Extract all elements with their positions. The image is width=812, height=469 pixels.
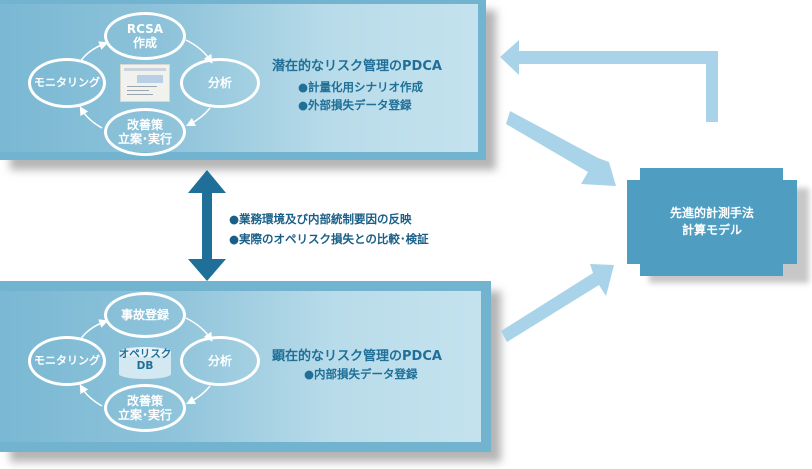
cycle-node-analysis: 分析	[180, 336, 260, 386]
cycle-arrow-left-to-top	[79, 41, 109, 63]
model-box-label: 先進的計測手法 計算モデル	[669, 206, 754, 237]
cycle-node-monitoring: モニタリング	[28, 336, 106, 386]
cycle-arrow-top-to-right	[185, 317, 213, 342]
latent-pdca-bullet: ●計量化用シナリオ作成	[298, 80, 424, 94]
cycle-node-analysis: 分析	[180, 58, 260, 108]
cycle-arrow-right-to-bottom	[185, 107, 211, 127]
cycle-node-rcsa: RCSA 作成	[104, 12, 186, 60]
top-to-model-arrow	[506, 111, 616, 186]
cycle-arrow-bottom-to-left	[79, 106, 103, 129]
cycle-arrow-top-to-right	[185, 39, 213, 64]
cycle-arrow-left-to-top	[79, 319, 109, 341]
latent-pdca-title: 潜在的なリスク管理のPDCA	[272, 59, 442, 74]
database-icon	[119, 347, 171, 379]
cycle-node-monitoring: モニタリング	[28, 58, 106, 108]
advanced-measurement-model-box: 先進的計測手法 計算モデル	[627, 168, 809, 283]
application-screenshot-icon	[120, 64, 170, 102]
actual-pdca-bullet: ●内部損失データ登録	[304, 367, 418, 381]
actual-pdca-title: 顕在的なリスク管理のPDCA	[272, 349, 442, 364]
cycle-node-improvement: 改善策 立案･実行	[104, 384, 186, 432]
feedback-bullet: ●業務環境及び内部統制要因の反映	[229, 212, 412, 226]
cycle-arrow-right-to-bottom	[185, 385, 211, 405]
cycle-node-improvement: 改善策 立案･実行	[104, 108, 186, 156]
bottom-to-model-arrow	[501, 264, 614, 342]
cycle-node-incident-registration: 事故登録	[104, 292, 186, 338]
database-label: オペリスク DB	[118, 348, 172, 372]
cycle-arrow-bottom-to-left	[79, 384, 103, 407]
feedback-bullet: ●実際のオペリスク損失との比較･検証	[229, 232, 429, 246]
latent-pdca-bullet: ●外部損失データ登録	[298, 98, 412, 112]
bidirectional-arrow	[188, 170, 226, 281]
feedback-arrow	[500, 40, 718, 122]
